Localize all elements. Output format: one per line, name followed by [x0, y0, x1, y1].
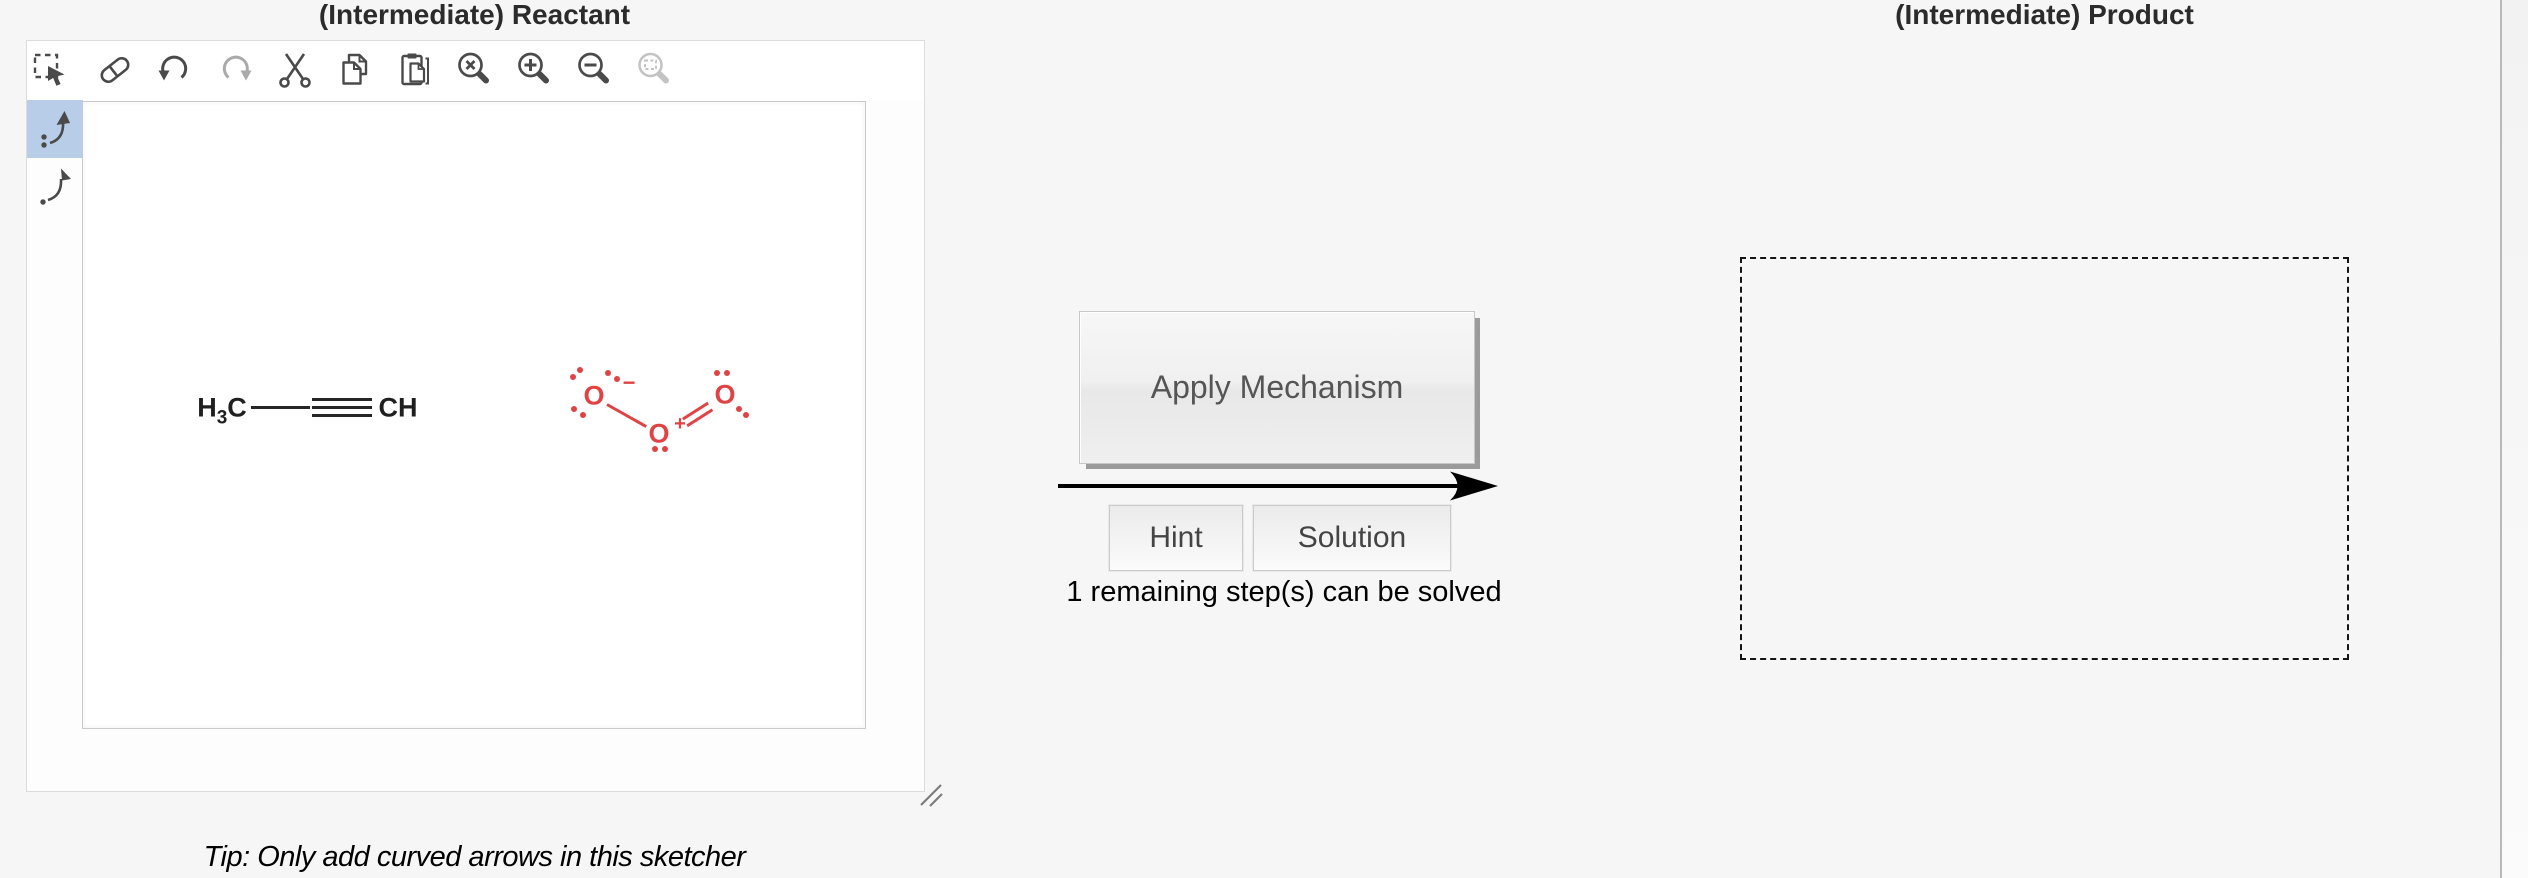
apply-mechanism-button[interactable]: Apply Mechanism	[1079, 311, 1475, 464]
bond-triple-propyne[interactable]	[312, 398, 372, 422]
curved-arrow-tool-column	[27, 100, 83, 216]
curved-arrow-single-electron-icon	[40, 168, 71, 205]
atom-label-o2[interactable]: O	[648, 418, 670, 449]
sketcher-resize-handle[interactable]	[916, 780, 946, 810]
curved-arrow-electron-pair-icon	[41, 111, 70, 148]
hint-button[interactable]: Hint	[1109, 505, 1243, 571]
atom-label-o3[interactable]: O	[714, 379, 736, 410]
product-panel-title: (Intermediate) Product	[1895, 0, 2194, 30]
panel-divider	[2500, 0, 2502, 878]
curved-arrow-single-electron-tool[interactable]	[27, 158, 83, 216]
lone-pair-dot	[614, 376, 620, 382]
atom-label-h3c[interactable]: H3C	[197, 392, 247, 429]
lone-pair-dot	[662, 446, 668, 452]
lone-pair-dot	[570, 374, 576, 380]
zoom-to-selection-icon[interactable]	[635, 50, 675, 90]
paste-icon[interactable]	[395, 50, 435, 90]
bond-single-propyne[interactable]	[251, 406, 310, 409]
lone-pair-dot	[605, 370, 611, 376]
charge-minus-o1: −	[622, 370, 636, 395]
marquee-select-icon[interactable]	[31, 50, 71, 90]
lone-pair-dot	[743, 412, 749, 418]
zoom-out-icon[interactable]	[575, 50, 615, 90]
lone-pair-dot	[724, 370, 730, 376]
undo-icon[interactable]	[155, 50, 195, 90]
right-scroll-gutter[interactable]	[2502, 0, 2528, 878]
reactant-panel-title: (Intermediate) Reactant	[318, 0, 631, 30]
sketch-canvas[interactable]: H3C CH O − O + O	[82, 101, 866, 729]
reaction-arrow-icon	[1058, 468, 1498, 504]
solution-button[interactable]: Solution	[1253, 505, 1451, 571]
charge-plus-o2: +	[674, 413, 686, 435]
lone-pair-dot	[577, 367, 583, 373]
curved-arrow-electron-pair-tool[interactable]	[27, 100, 83, 158]
zoom-reset-icon[interactable]	[455, 50, 495, 90]
status-text: 1 remaining step(s) can be solved	[1066, 576, 1502, 608]
bond-single-ozone[interactable]	[606, 403, 647, 428]
zoom-in-icon[interactable]	[515, 50, 555, 90]
sketcher-toolbar	[27, 41, 924, 100]
copy-icon[interactable]	[335, 50, 375, 90]
eraser-icon[interactable]	[95, 50, 135, 90]
lone-pair-dot	[736, 406, 742, 412]
lone-pair-dot	[652, 446, 658, 452]
bond-double-ozone[interactable]	[682, 401, 714, 428]
lone-pair-dot	[580, 412, 586, 418]
resize-grip-icon	[920, 784, 943, 807]
lone-pair-dot	[714, 370, 720, 376]
tip-text: Tip: Only add curved arrows in this sket…	[203, 841, 746, 873]
atom-label-ch[interactable]: CH	[378, 392, 418, 423]
lone-pair-dot	[571, 406, 577, 412]
cut-icon[interactable]	[275, 50, 315, 90]
atom-label-o1[interactable]: O	[583, 380, 605, 411]
redo-icon[interactable]	[215, 50, 255, 90]
sketcher-panel: H3C CH O − O + O	[26, 40, 925, 792]
product-drop-area[interactable]	[1740, 257, 2349, 660]
